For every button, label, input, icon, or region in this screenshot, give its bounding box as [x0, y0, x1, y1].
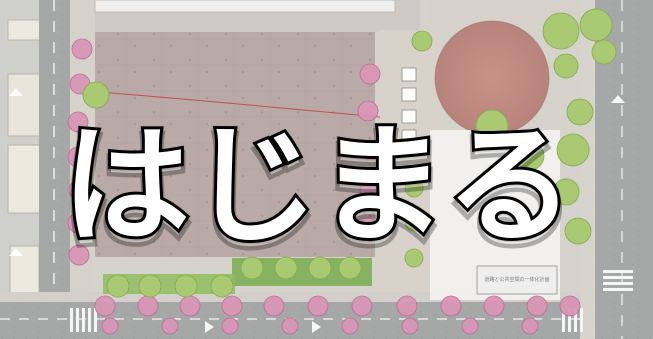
left-building-1	[7, 19, 41, 41]
green-trees	[82, 8, 617, 298]
title-text: はじまる	[62, 112, 574, 261]
crosswalks	[70, 270, 633, 332]
lower-green-strip	[103, 274, 235, 294]
north-building	[94, 0, 396, 13]
main-paving-area	[95, 32, 375, 257]
info-sign-text: 道路と公共空間の一体化計画	[484, 276, 549, 283]
road-arrows	[9, 88, 625, 333]
middle-markers	[401, 67, 417, 144]
title-text-shadow-glyphs: はじまる	[62, 118, 574, 267]
bottom-sidewalk	[0, 292, 653, 302]
pink-trees	[67, 38, 581, 335]
round-plaza	[435, 21, 549, 135]
title-text-shadow: はじまる	[58, 114, 579, 272]
survey-line	[99, 91, 391, 119]
left-building-3	[7, 144, 41, 214]
info-sign	[476, 265, 558, 295]
right-sidewalk	[580, 0, 595, 339]
left-building-2	[7, 73, 42, 137]
